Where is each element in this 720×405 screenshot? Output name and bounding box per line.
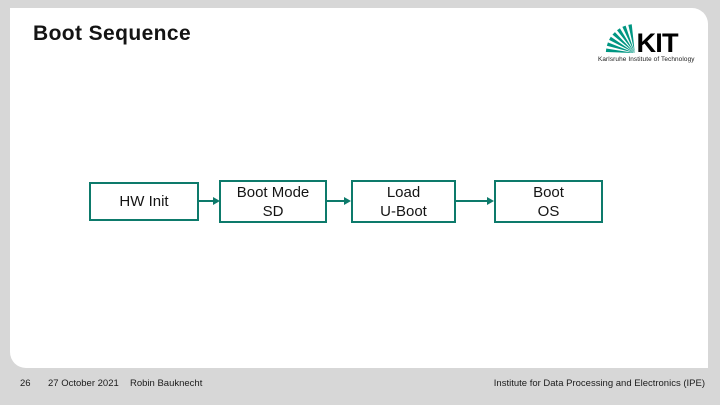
page-number: 26: [20, 378, 31, 389]
footer-author: Robin Bauknecht: [130, 378, 203, 389]
node-label-line: Load: [386, 183, 421, 201]
kit-logo-acronym: KIT: [637, 27, 679, 55]
slide-footer: 26 27 October 2021 Robin Bauknecht Insti…: [0, 378, 720, 394]
flow-arrow-icon: [327, 197, 351, 205]
flow-arrow-icon: [456, 197, 494, 205]
flow-arrow-icon: [199, 197, 220, 205]
node-label-line: SD: [262, 202, 284, 220]
node-label-line: U-Boot: [380, 202, 427, 220]
slide: Boot Sequence KIT Karlsruhe Institute of…: [10, 8, 708, 368]
node-label-line: HW Init: [119, 193, 169, 210]
diagram-node-boot-mode-sd: Boot Mode SD: [219, 180, 327, 223]
footer-institute: Institute for Data Processing and Electr…: [493, 378, 705, 389]
diagram-node-load-u-boot: Load U-Boot: [351, 180, 456, 223]
kit-logo: KIT Karlsruhe Institute of Technology: [598, 23, 695, 63]
node-label-line: Boot: [533, 183, 564, 201]
node-label-line: OS: [537, 202, 560, 220]
kit-logo-subtitle: Karlsruhe Institute of Technology: [598, 56, 695, 63]
kit-logo-icon: KIT: [605, 24, 680, 55]
footer-date: 27 October 2021: [48, 378, 119, 389]
slide-title: Boot Sequence: [33, 22, 192, 45]
diagram-node-hw-init: HW Init: [89, 182, 199, 221]
diagram-node-boot-os: Boot OS: [494, 180, 603, 223]
node-label-line: Boot Mode: [236, 183, 310, 201]
